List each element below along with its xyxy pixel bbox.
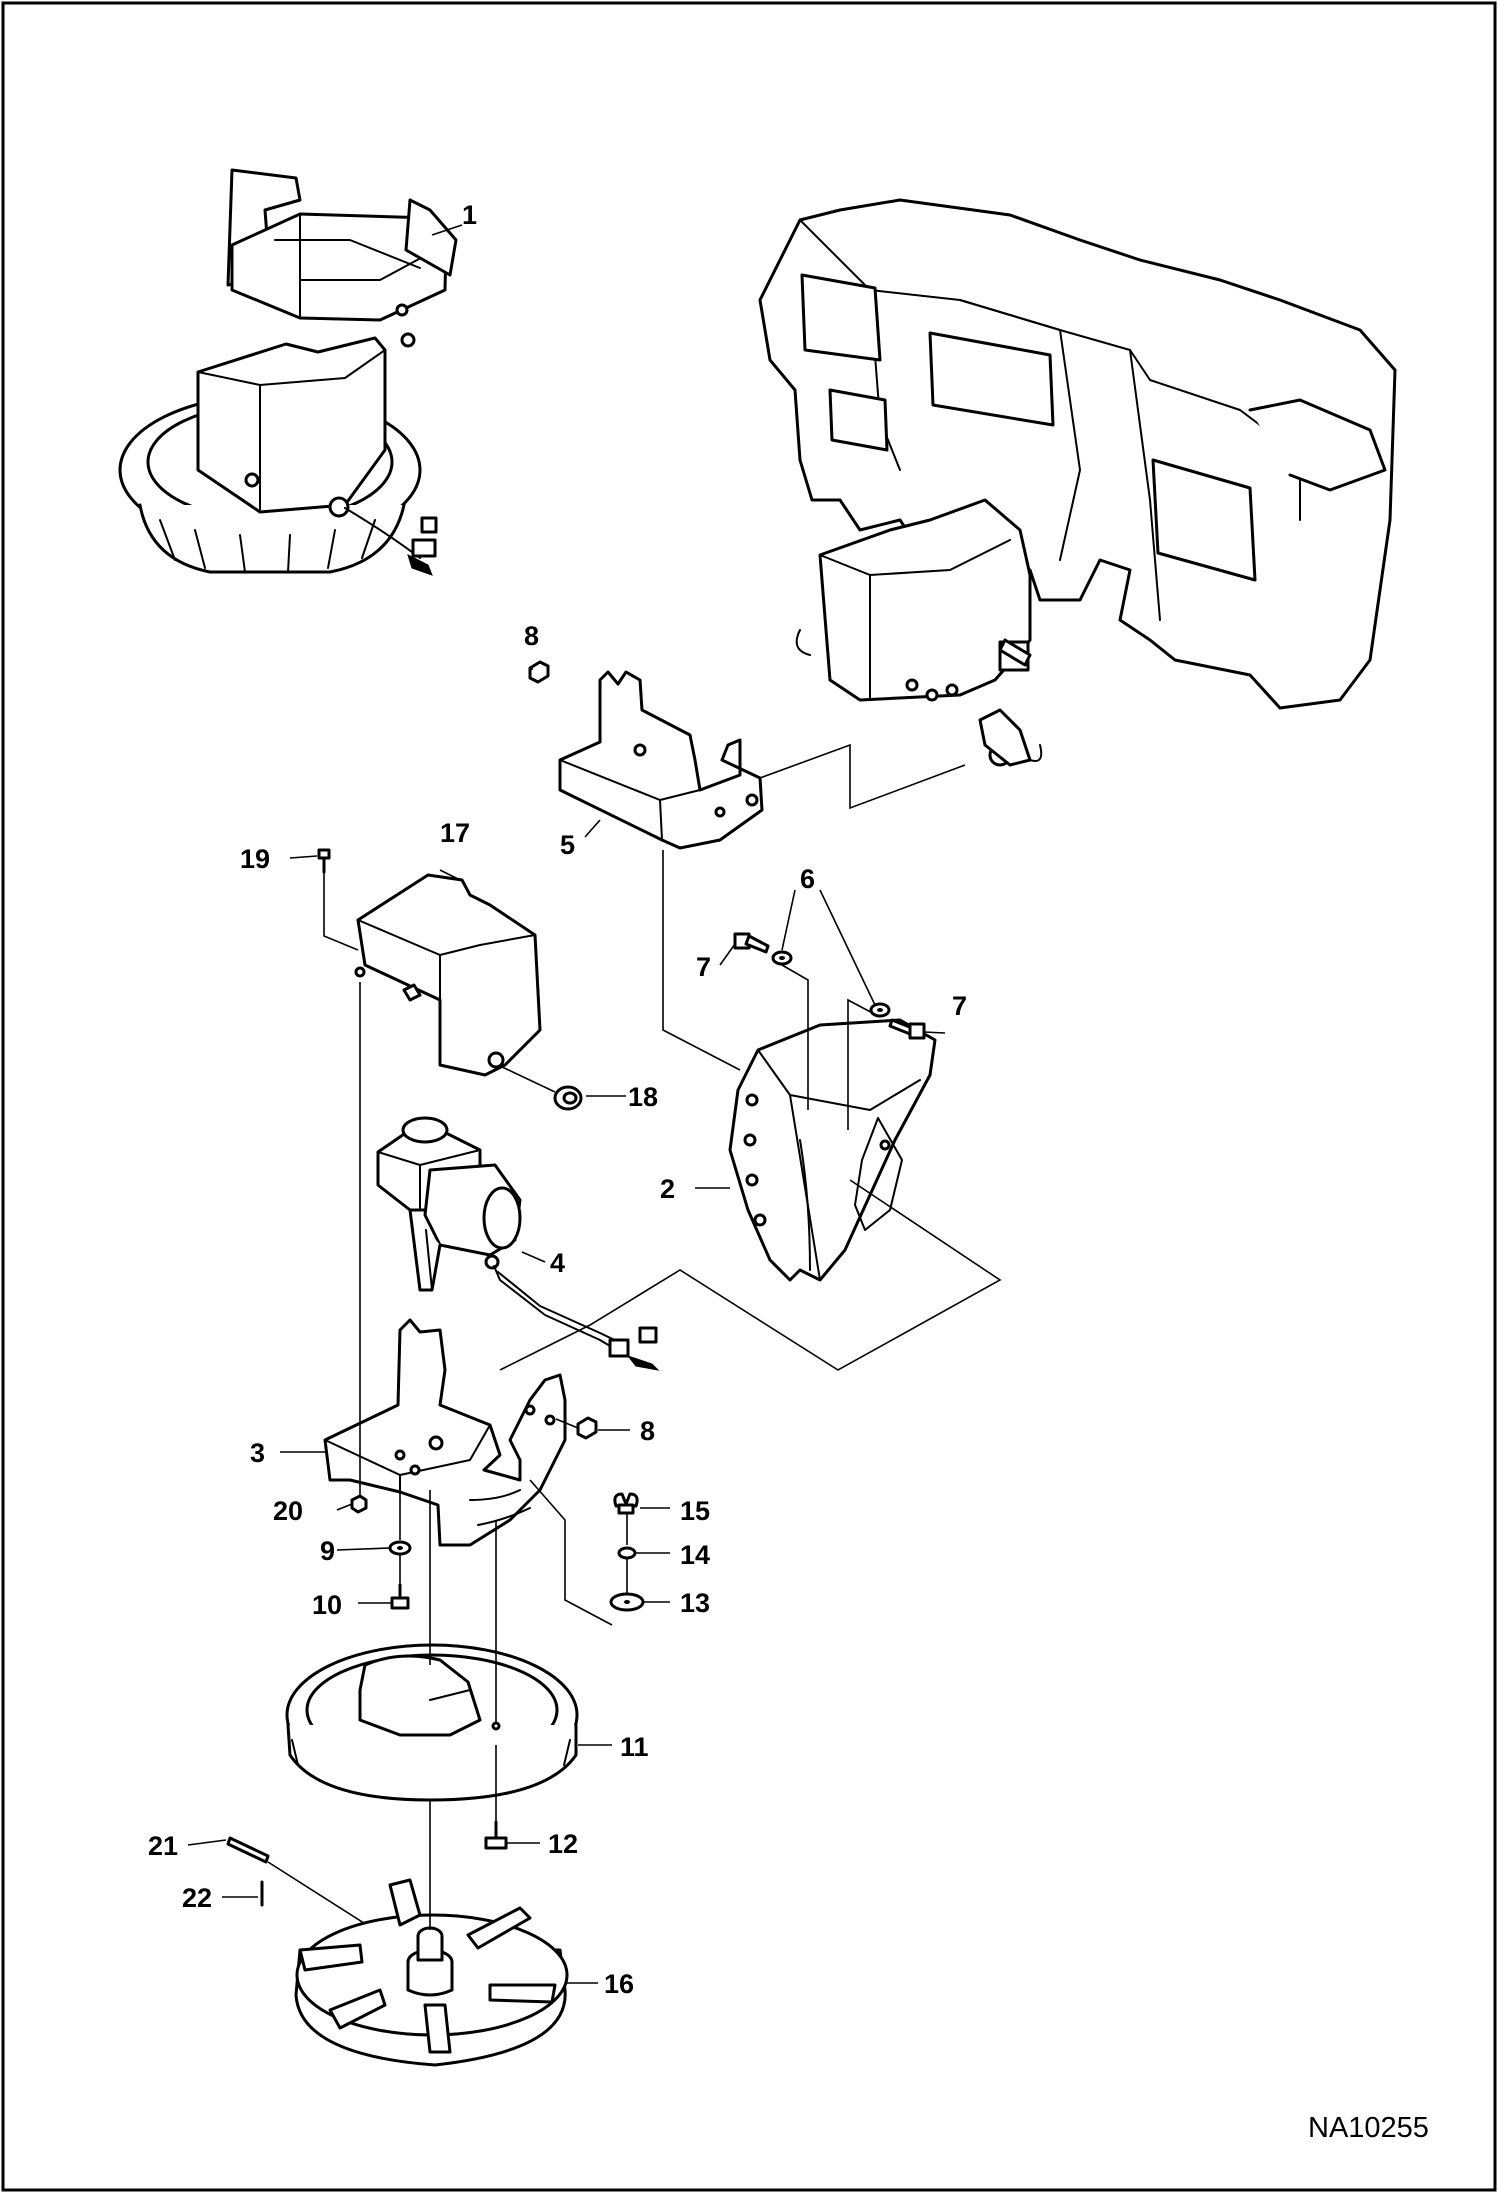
spinner-tray <box>285 1643 579 1802</box>
callout-8-lower: 8 <box>640 1416 655 1446</box>
callout-5: 5 <box>560 830 575 860</box>
callout-17: 17 <box>440 818 470 848</box>
callout-2: 2 <box>660 1174 675 1204</box>
callout-11: 11 <box>620 1732 649 1762</box>
washer-left <box>771 950 793 966</box>
callout-21: 21 <box>148 1831 178 1861</box>
callout-7-left: 7 <box>696 952 711 982</box>
callout-22: 22 <box>182 1883 212 1913</box>
pin-21 <box>226 1836 270 1864</box>
callout-8-upper: 8 <box>524 621 539 651</box>
motor-cover <box>354 873 542 1077</box>
callout-4: 4 <box>550 1248 565 1278</box>
screw-19 <box>317 848 331 874</box>
vehicle-body <box>758 198 1397 767</box>
base-bracket <box>323 1318 567 1547</box>
grommet-plug <box>553 1085 583 1111</box>
bolt-12 <box>484 1820 508 1850</box>
spinner-disc <box>294 1878 569 2067</box>
callout-16: 16 <box>604 1969 634 1999</box>
callout-leaders <box>187 224 946 1984</box>
callout-9: 9 <box>320 1536 335 1566</box>
nut-20 <box>350 1494 368 1514</box>
wing-nut-15 <box>613 1492 639 1515</box>
bolt-10 <box>390 1583 410 1610</box>
flat-washer-13 <box>609 1592 645 1612</box>
washer-9 <box>388 1540 412 1556</box>
washer-right <box>869 1002 891 1018</box>
callout-13: 13 <box>680 1588 710 1618</box>
callout-1: 1 <box>462 200 477 230</box>
callout-15: 15 <box>680 1496 710 1526</box>
callout-19: 19 <box>240 844 270 874</box>
callout-12: 12 <box>548 1829 578 1859</box>
bolt-left <box>733 932 770 954</box>
callout-6: 6 <box>800 864 815 894</box>
callout-10: 10 <box>312 1590 342 1620</box>
callout-18: 18 <box>628 1082 658 1112</box>
callout-3: 3 <box>250 1438 265 1468</box>
assembled-spreader <box>118 168 458 576</box>
discharge-chute <box>728 1018 937 1282</box>
drawing-number: NA10255 <box>1308 2112 1429 2144</box>
lock-washer-14 <box>617 1546 637 1560</box>
spinner-motor <box>376 1116 660 1371</box>
callout-20: 20 <box>273 1496 303 1526</box>
bolt-right <box>888 1018 926 1040</box>
mounting-bracket <box>558 670 764 850</box>
callout-labels: 1 8 5 17 19 6 7 7 18 2 4 8 3 20 15 9 14 … <box>148 200 967 1999</box>
callout-14: 14 <box>680 1540 710 1570</box>
hex-nut-lower <box>576 1416 598 1440</box>
hex-nut-upper <box>528 660 550 684</box>
callout-7-right: 7 <box>952 991 967 1021</box>
